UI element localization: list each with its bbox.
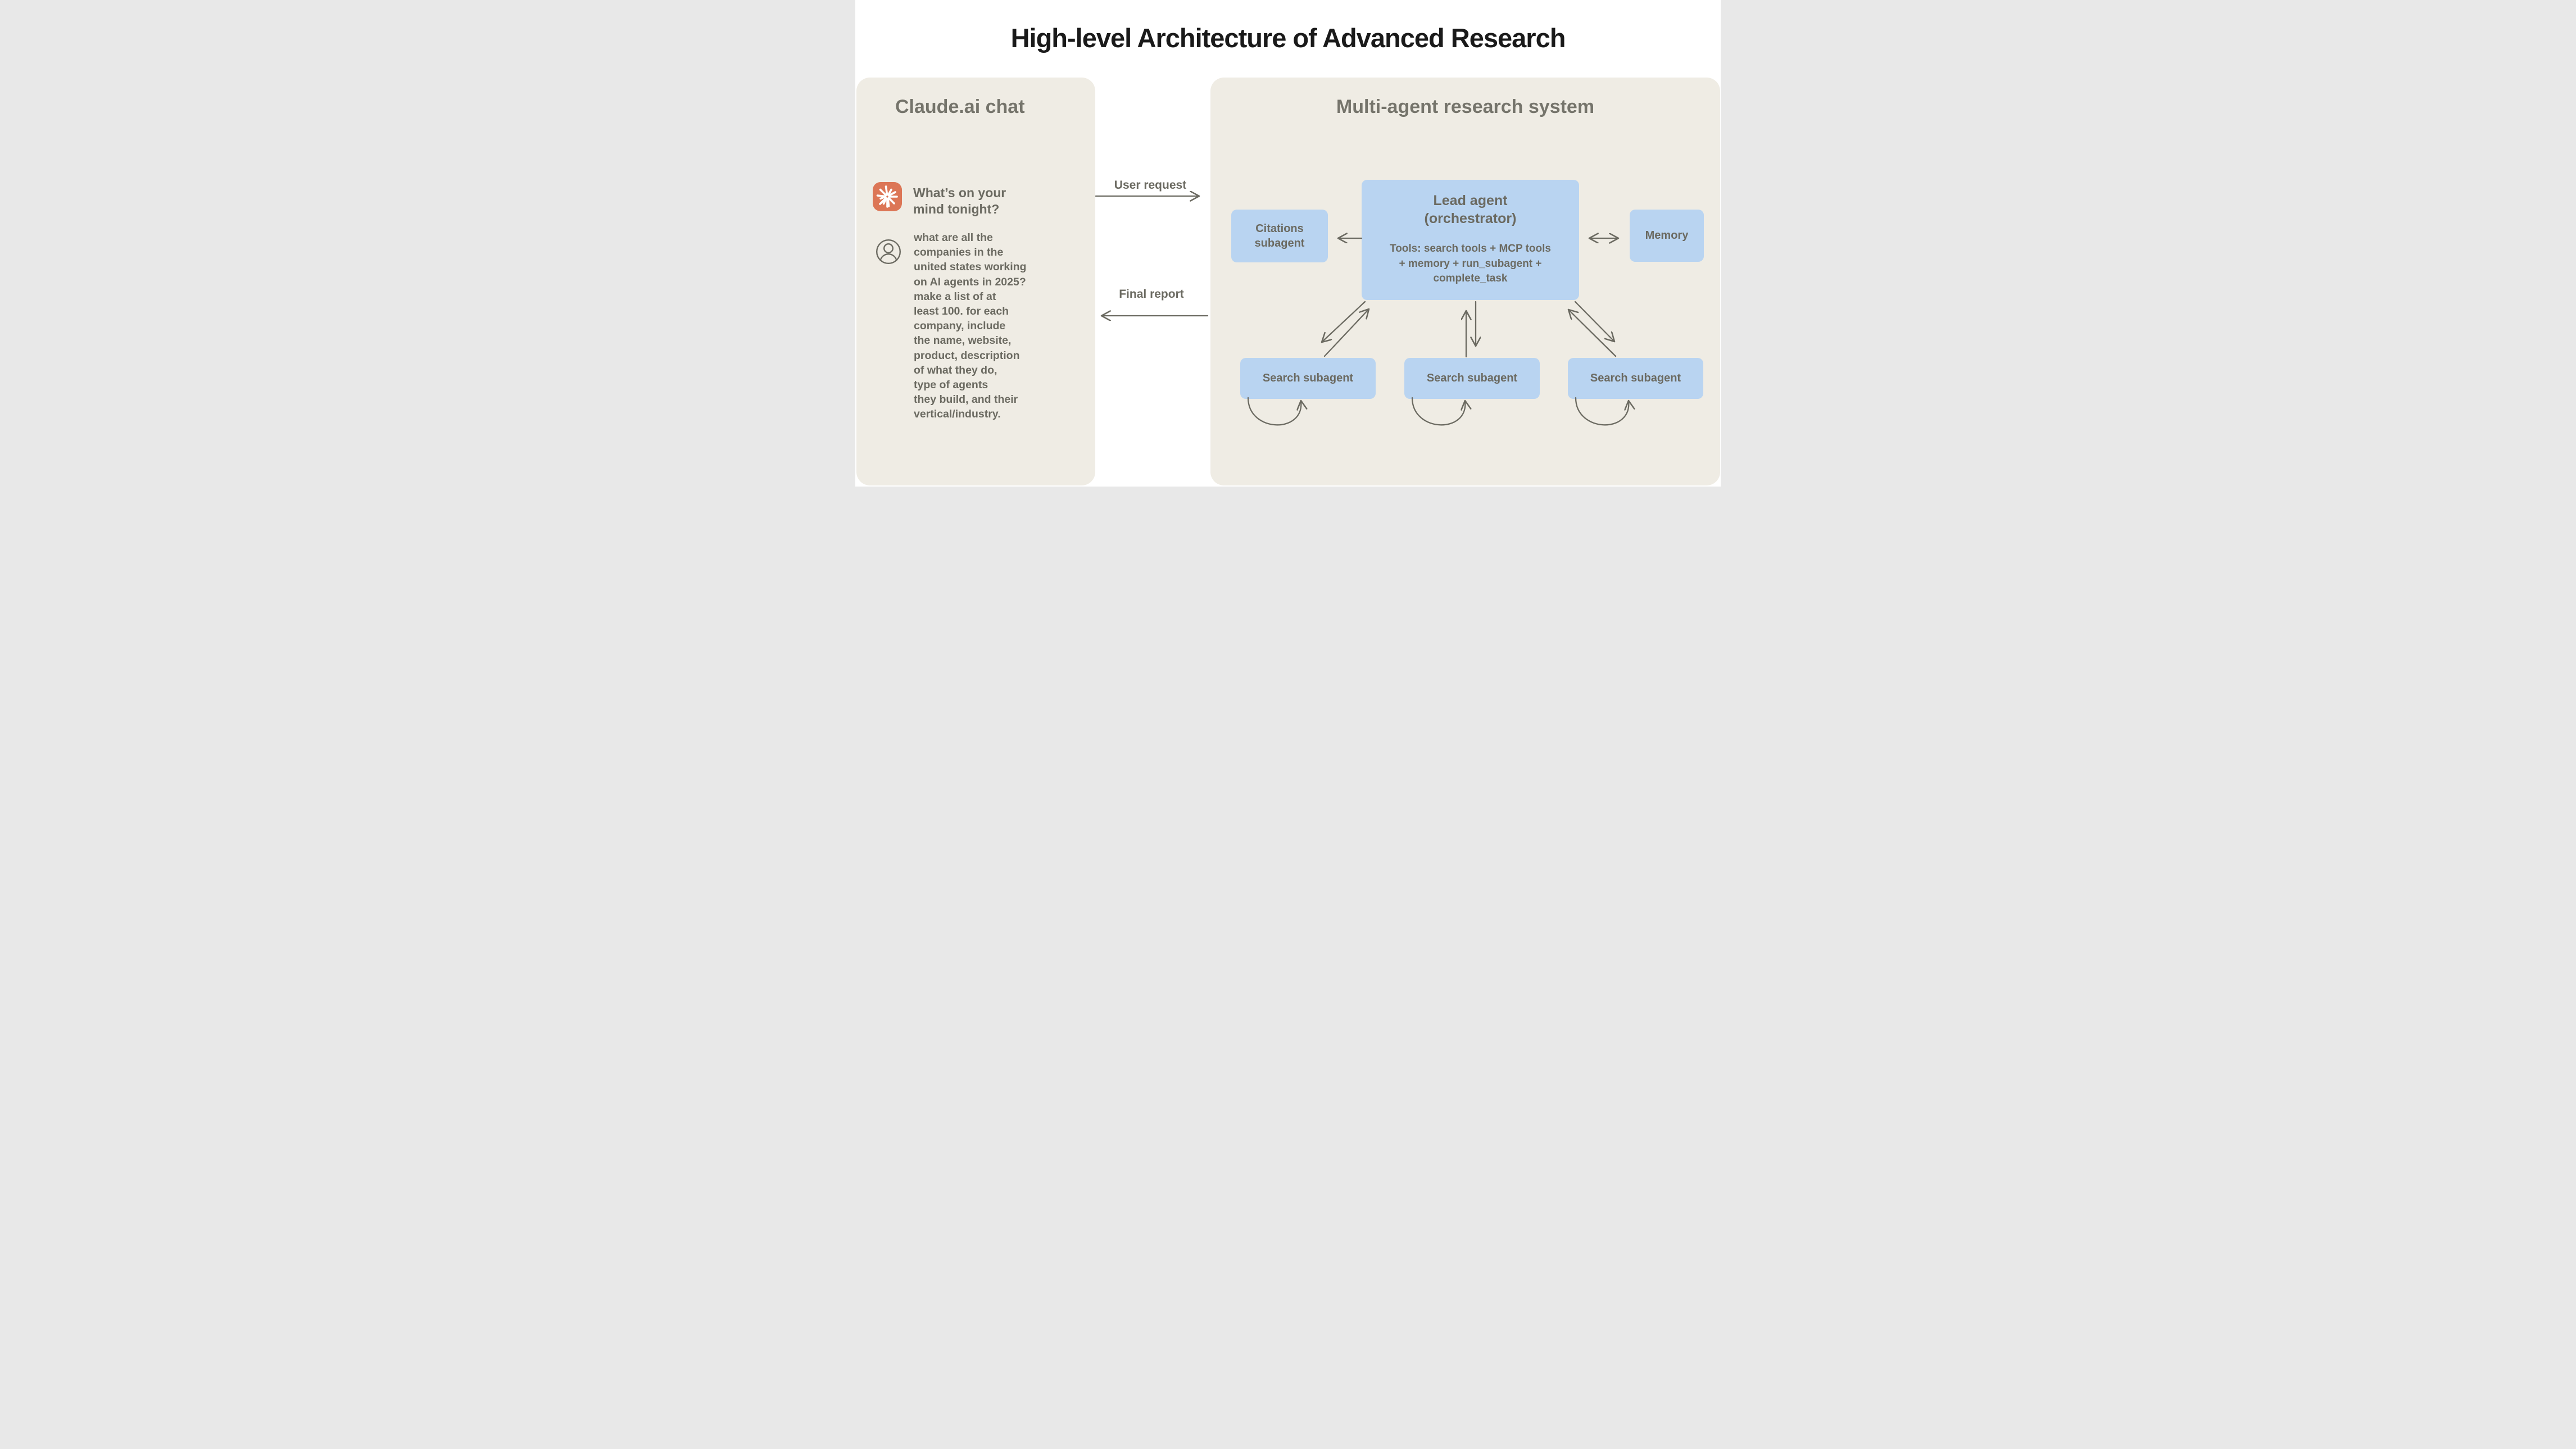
claude-starburst-icon xyxy=(873,182,902,211)
lead-agent-box: Lead agent (orchestrator) Tools: search … xyxy=(1362,180,1579,300)
citations-subagent-box: Citations subagent xyxy=(1231,210,1328,262)
memory-box: Memory xyxy=(1630,210,1704,262)
lead-agent-tools: Tools: search tools + MCP tools + memory… xyxy=(1390,243,1551,284)
user-avatar-icon xyxy=(876,239,901,265)
claude-chat-panel-title: Claude.ai chat xyxy=(895,96,1025,117)
assistant-message: What’s on your mind tonight? xyxy=(913,185,1006,216)
multi-agent-system-panel: Multi-agent research system Lead agent (… xyxy=(1210,78,1720,485)
search-subagent-box-3: Search subagent xyxy=(1568,358,1703,399)
user-message: what are all the companies in the united… xyxy=(914,231,1027,421)
claude-chat-panel: Claude.ai chat xyxy=(856,78,1095,485)
final-report-label: Final report xyxy=(1119,288,1184,301)
multi-agent-system-title: Multi-agent research system xyxy=(1336,96,1595,117)
architecture-diagram: High-level Architecture of Advanced Rese… xyxy=(855,0,1721,487)
search-subagent-box-2: Search subagent xyxy=(1404,358,1540,399)
user-request-label: User request xyxy=(1114,179,1187,192)
lead-agent-title: Lead agent (orchestrator) xyxy=(1424,193,1517,226)
page-title: High-level Architecture of Advanced Rese… xyxy=(1010,23,1566,53)
search-subagent-box-1: Search subagent xyxy=(1240,358,1376,399)
